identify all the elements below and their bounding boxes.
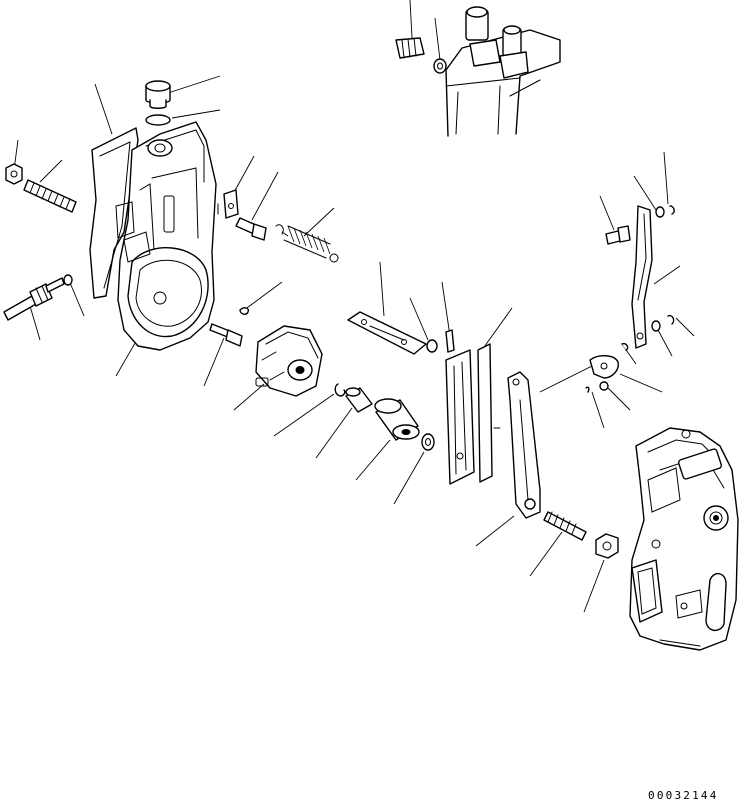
- adjusting-screw: [3, 274, 73, 321]
- support-plate: [347, 311, 427, 355]
- leader-line: [434, 17, 441, 61]
- leader-line: [39, 159, 63, 183]
- split-pin: [239, 307, 250, 315]
- leader-line: [675, 317, 695, 337]
- leader-line: [475, 515, 515, 547]
- lever-bolt: [605, 225, 631, 245]
- leader-line: [591, 391, 605, 429]
- leader-line: [663, 151, 669, 205]
- leader-line: [203, 337, 225, 387]
- lock-nut: [595, 533, 619, 559]
- link-plate: [585, 355, 619, 393]
- governor-spring: [275, 224, 339, 263]
- leader-line: [605, 385, 631, 411]
- leader-line: [653, 265, 681, 285]
- governor-housing: [89, 121, 217, 351]
- leader-line: [657, 329, 673, 357]
- lever-washer: [621, 205, 675, 351]
- leader-line: [529, 531, 563, 577]
- leader-line: [539, 365, 593, 393]
- leader-line: [481, 307, 513, 351]
- leader-line: [94, 83, 113, 135]
- plug-and-oring: [145, 80, 171, 126]
- floating-lever: [507, 371, 541, 519]
- governor-cover: [629, 427, 739, 651]
- stop-screw: [543, 511, 587, 541]
- speed-lever: [631, 205, 653, 349]
- bolt: [235, 217, 267, 241]
- sleeve: [345, 387, 373, 413]
- leader-line: [441, 281, 451, 337]
- small-washer: [426, 339, 438, 353]
- leader-line: [115, 337, 139, 377]
- leader-line: [409, 0, 413, 39]
- leader-line: [167, 75, 221, 94]
- bearing: [374, 398, 420, 441]
- leader-line: [231, 155, 255, 197]
- leader-line: [303, 207, 335, 237]
- lock-bolt: [209, 323, 243, 347]
- leader-line: [599, 195, 615, 231]
- leader-lines: [13, 0, 695, 613]
- stud-bolt: [23, 179, 77, 213]
- leader-line: [583, 559, 605, 613]
- leader-line: [633, 175, 657, 211]
- leader-line: [233, 383, 265, 411]
- flyweight-assembly: [255, 325, 323, 397]
- washer: [421, 433, 435, 451]
- leader-line: [315, 407, 353, 459]
- leader-line: [379, 261, 385, 317]
- leader-line: [171, 109, 221, 119]
- snap-ring: [334, 383, 346, 397]
- leader-line: [273, 393, 335, 437]
- leader-line: [355, 439, 391, 481]
- leader-line: [409, 297, 429, 341]
- pin: [445, 329, 455, 353]
- leader-line: [243, 281, 283, 311]
- injection-pump-body: [445, 6, 561, 137]
- nut: [5, 163, 23, 185]
- delivery-fitting: [395, 37, 447, 74]
- clip-plate: [217, 189, 239, 219]
- leader-line: [619, 373, 663, 393]
- drawing-number: 00032144: [648, 789, 719, 802]
- leader-line: [393, 451, 425, 505]
- leader-line: [29, 305, 41, 341]
- leader-line: [251, 171, 279, 221]
- control-lever: [445, 343, 501, 485]
